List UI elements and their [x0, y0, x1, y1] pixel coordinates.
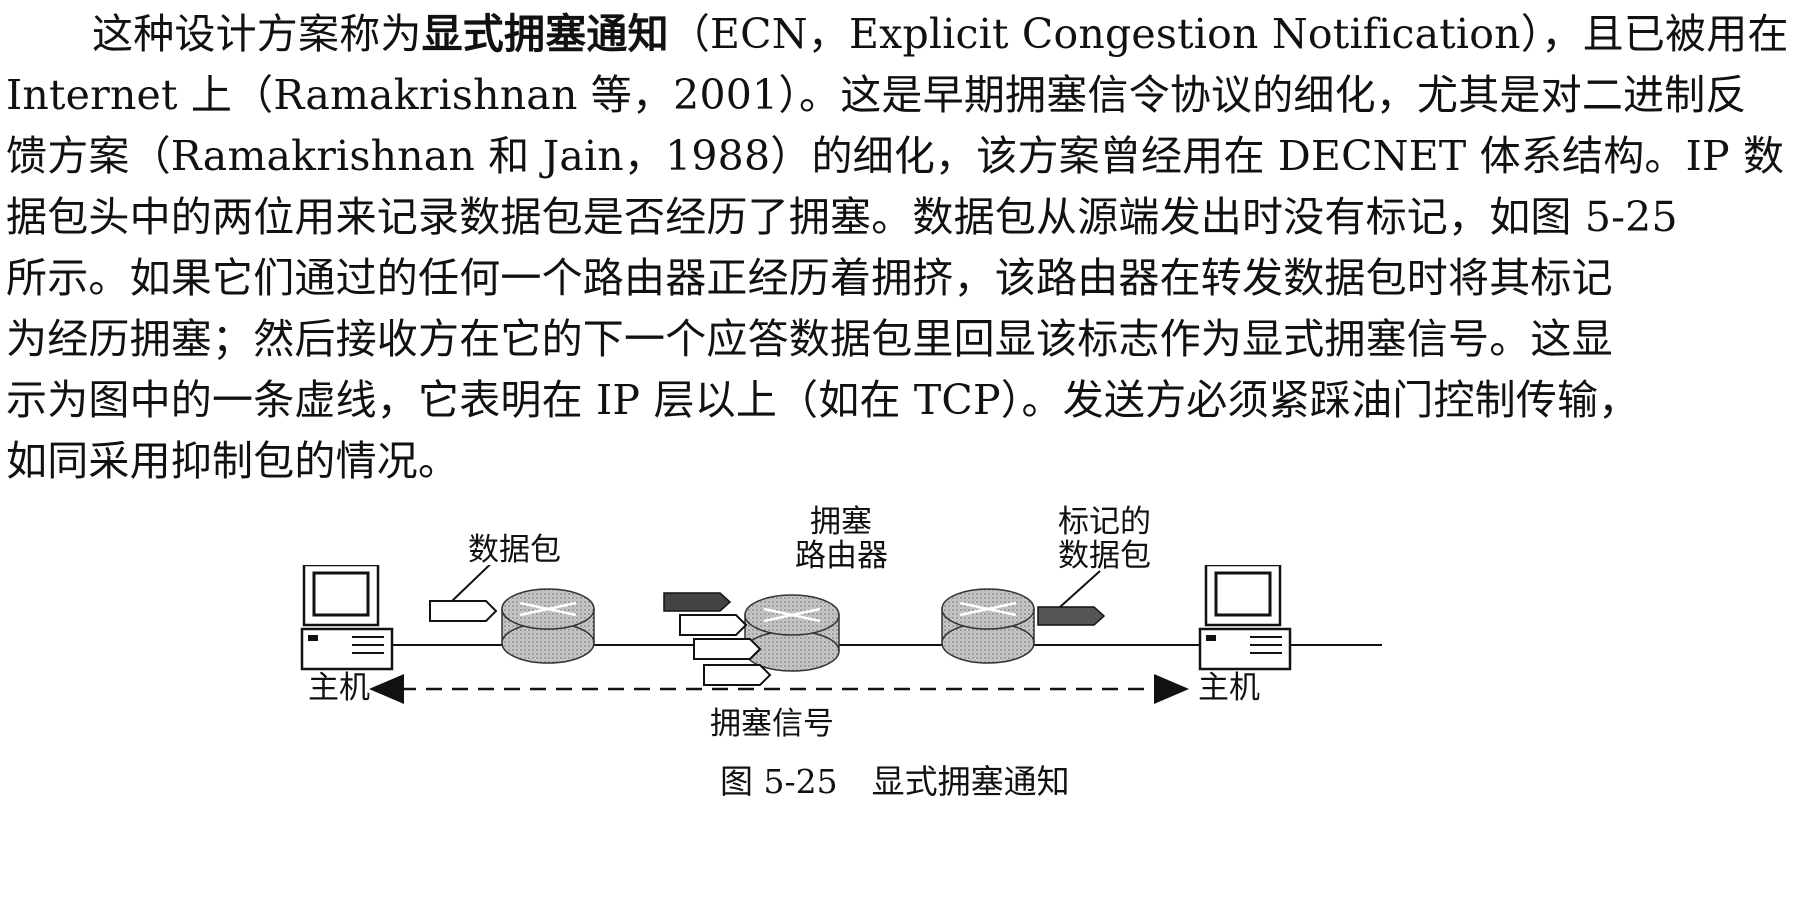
paragraph-line-6: 为经历拥塞；然后接收方在它的下一个应答数据包里回显该标志作为显式拥塞信号。这显	[6, 315, 1613, 363]
paragraph-line-8: 如同采用抑制包的情况。	[6, 437, 460, 485]
host-right-computer-icon	[1198, 565, 1292, 671]
label-congestion-signal: 拥塞信号	[710, 706, 834, 742]
ecn-term: 显式拥塞通知	[421, 10, 669, 58]
paragraph-line-2: Internet 上（Ramakrishnan 等，2001）。这是早期拥塞信令…	[6, 71, 1747, 119]
marked-packet-queued	[663, 592, 732, 612]
label-congested-router-line2: 路由器	[795, 538, 888, 574]
unmarked-packet	[429, 600, 498, 622]
paragraph-line-5: 所示。如果它们通过的任何一个路由器正经历着拥挤，该路由器在转发数据包时将其标记	[6, 254, 1613, 302]
label-host-right: 主机	[1198, 670, 1260, 706]
label-packet: 数据包	[468, 532, 561, 568]
packet-pointer-line	[451, 565, 491, 602]
ecn-figure: 数据包 拥塞 路由器 标记的 数据包 主机 主机 拥塞信号 图 5-25 显式拥塞…	[300, 504, 1520, 895]
marked-packet	[1037, 606, 1106, 626]
label-host-left: 主机	[308, 670, 370, 706]
congested-router-icon	[744, 594, 840, 672]
paragraph-line-3: 馈方案（Ramakrishnan 和 Jain，1988）的细化，该方案曾经用在…	[6, 132, 1785, 180]
host-left-computer-icon	[300, 565, 394, 671]
ecn-diagram	[300, 565, 1382, 704]
label-marked-packet-line2: 数据包	[1058, 538, 1151, 574]
paragraph-line-7: 示为图中的一条虚线，它表明在 IP 层以上（如在 TCP）。发送方必须紧踩油门控…	[6, 376, 1640, 424]
paragraph-line-4: 据包头中的两位用来记录数据包是否经历了拥塞。数据包从源端发出时没有标记，如图 5…	[6, 193, 1678, 241]
queued-packet	[703, 664, 772, 686]
marked-packet-pointer-line	[1059, 570, 1101, 608]
figure-caption: 图 5-25 显式拥塞通知	[720, 755, 1070, 803]
paragraph-line-1: 这种设计方案称为显式拥塞通知（ECN，Explicit Congestion N…	[92, 10, 1789, 58]
label-marked-packet-line1: 标记的	[1058, 504, 1151, 540]
figure-number: 图 5-25	[720, 762, 838, 801]
queued-packet	[693, 638, 762, 660]
router-1-icon	[501, 588, 595, 664]
body-paragraph: 这种设计方案称为显式拥塞通知（ECN，Explicit Congestion N…	[6, 4, 1794, 492]
label-congested-router-line1: 拥塞	[810, 504, 872, 540]
router-3-icon	[941, 588, 1035, 664]
figure-title: 显式拥塞通知	[871, 762, 1070, 801]
queued-packet	[679, 614, 748, 636]
